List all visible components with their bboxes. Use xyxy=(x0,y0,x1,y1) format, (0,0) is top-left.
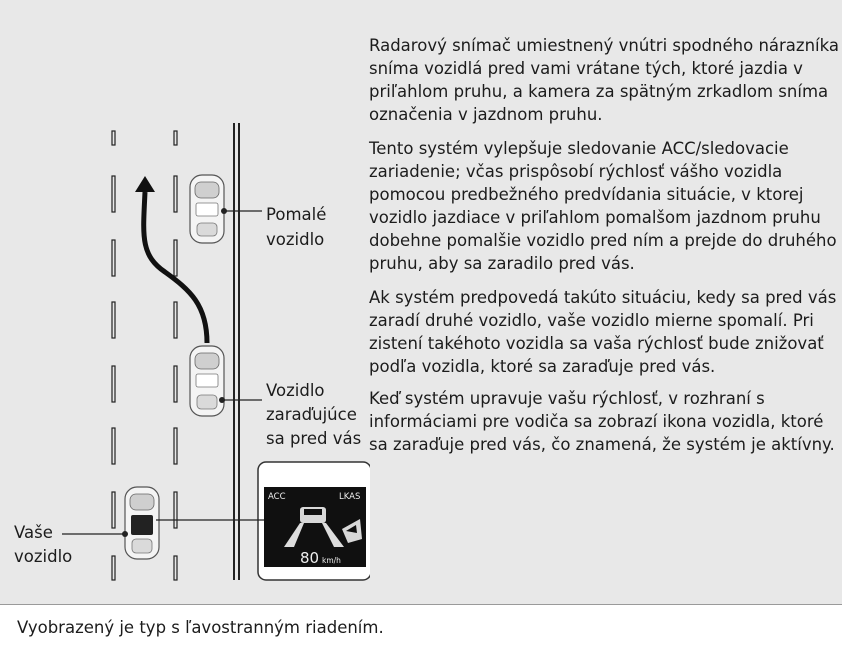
speed-value: 80 xyxy=(300,549,319,567)
footer-note: Vyobrazený je typ s ľavostranným riadení… xyxy=(17,618,384,637)
footer: Vyobrazený je typ s ľavostranným riadení… xyxy=(0,604,842,657)
cut-in-vehicle-label-3: sa pred vás xyxy=(266,429,362,448)
lane-right-marker xyxy=(322,523,344,547)
lane-left-marker xyxy=(284,523,304,547)
paragraph-system: Tento systém vylepšuje sledovanie ACC/sl… xyxy=(369,139,837,273)
cut-in-vehicle-label-2: zaraďujúce xyxy=(266,405,357,424)
lane-markings xyxy=(111,130,178,581)
slow-vehicle-label-1: Pomalé xyxy=(266,205,327,224)
driver-info-display: ACC LKAS 80 km/h xyxy=(264,487,366,567)
illustration-panel: ACC LKAS 80 km/h Pomalé vozidlo Vozidlo … xyxy=(0,0,842,604)
arrow-head-icon xyxy=(135,176,155,192)
description-text: Radarový snímač umiestnený vnútri spodné… xyxy=(369,34,839,467)
slow-vehicle-label-2: vozidlo xyxy=(266,230,325,249)
cut-in-indicator-icon xyxy=(342,519,362,543)
own-vehicle-label-2: vozidlo xyxy=(14,547,73,566)
own-vehicle-label-1: Vaše xyxy=(14,523,53,542)
paragraph-prediction: Ak systém predpovedá takúto situáciu, ke… xyxy=(369,288,837,376)
acc-indicator: ACC xyxy=(268,492,286,502)
cut-in-vehicle-icon xyxy=(189,345,225,417)
slow-vehicle-icon xyxy=(189,174,225,244)
own-vehicle-icon xyxy=(124,486,160,560)
speed-unit: km/h xyxy=(322,556,341,565)
vehicle-ahead-icon xyxy=(300,507,326,523)
paragraph-indicator: Keď systém upravuje vašu rýchlosť, v roz… xyxy=(369,389,835,454)
paragraph-sensors: Radarový snímač umiestnený vnútri spodné… xyxy=(369,36,839,124)
lkas-indicator: LKAS xyxy=(339,492,360,502)
road-diagram: ACC LKAS 80 km/h xyxy=(62,123,370,581)
cut-in-vehicle-label-1: Vozidlo xyxy=(266,381,325,400)
cut-in-path xyxy=(141,191,210,344)
